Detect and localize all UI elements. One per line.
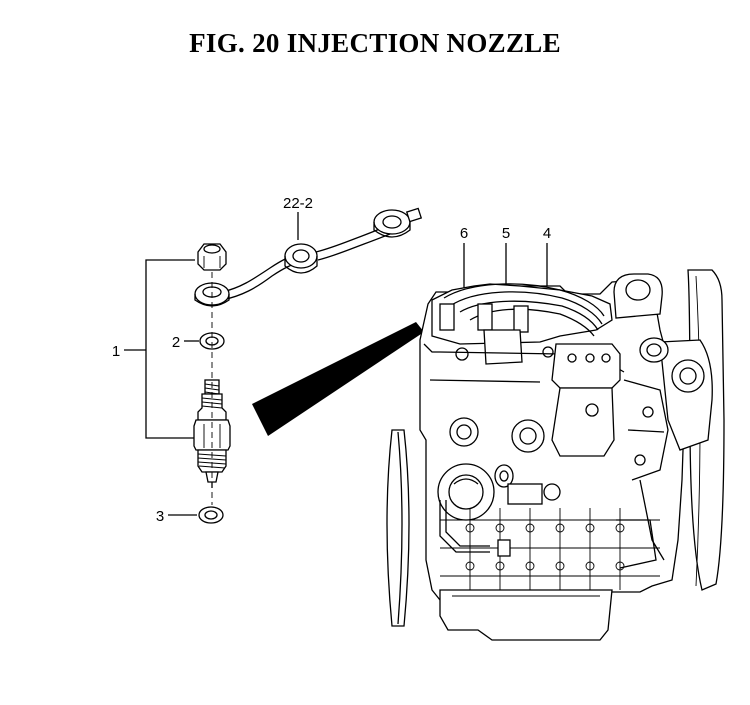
injection-pipe xyxy=(221,207,423,301)
callout-1-bracket xyxy=(145,259,198,439)
callout-5: 5 xyxy=(502,225,510,242)
nozzle-assembly xyxy=(124,207,423,524)
callout-6: 6 xyxy=(460,225,468,242)
washer-3 xyxy=(198,506,224,524)
location-pointer-wedge xyxy=(252,322,424,436)
engine-illustration xyxy=(386,269,725,641)
figure-title: FIG. 20 INJECTION NOZZLE xyxy=(189,28,561,58)
callout-2: 2 xyxy=(172,334,180,351)
callout-3: 3 xyxy=(156,508,164,525)
callout-1: 1 xyxy=(112,343,120,360)
callout-22-2: 22-2 xyxy=(283,195,313,212)
nozzle-nut xyxy=(197,243,227,271)
callout-4: 4 xyxy=(543,225,551,242)
